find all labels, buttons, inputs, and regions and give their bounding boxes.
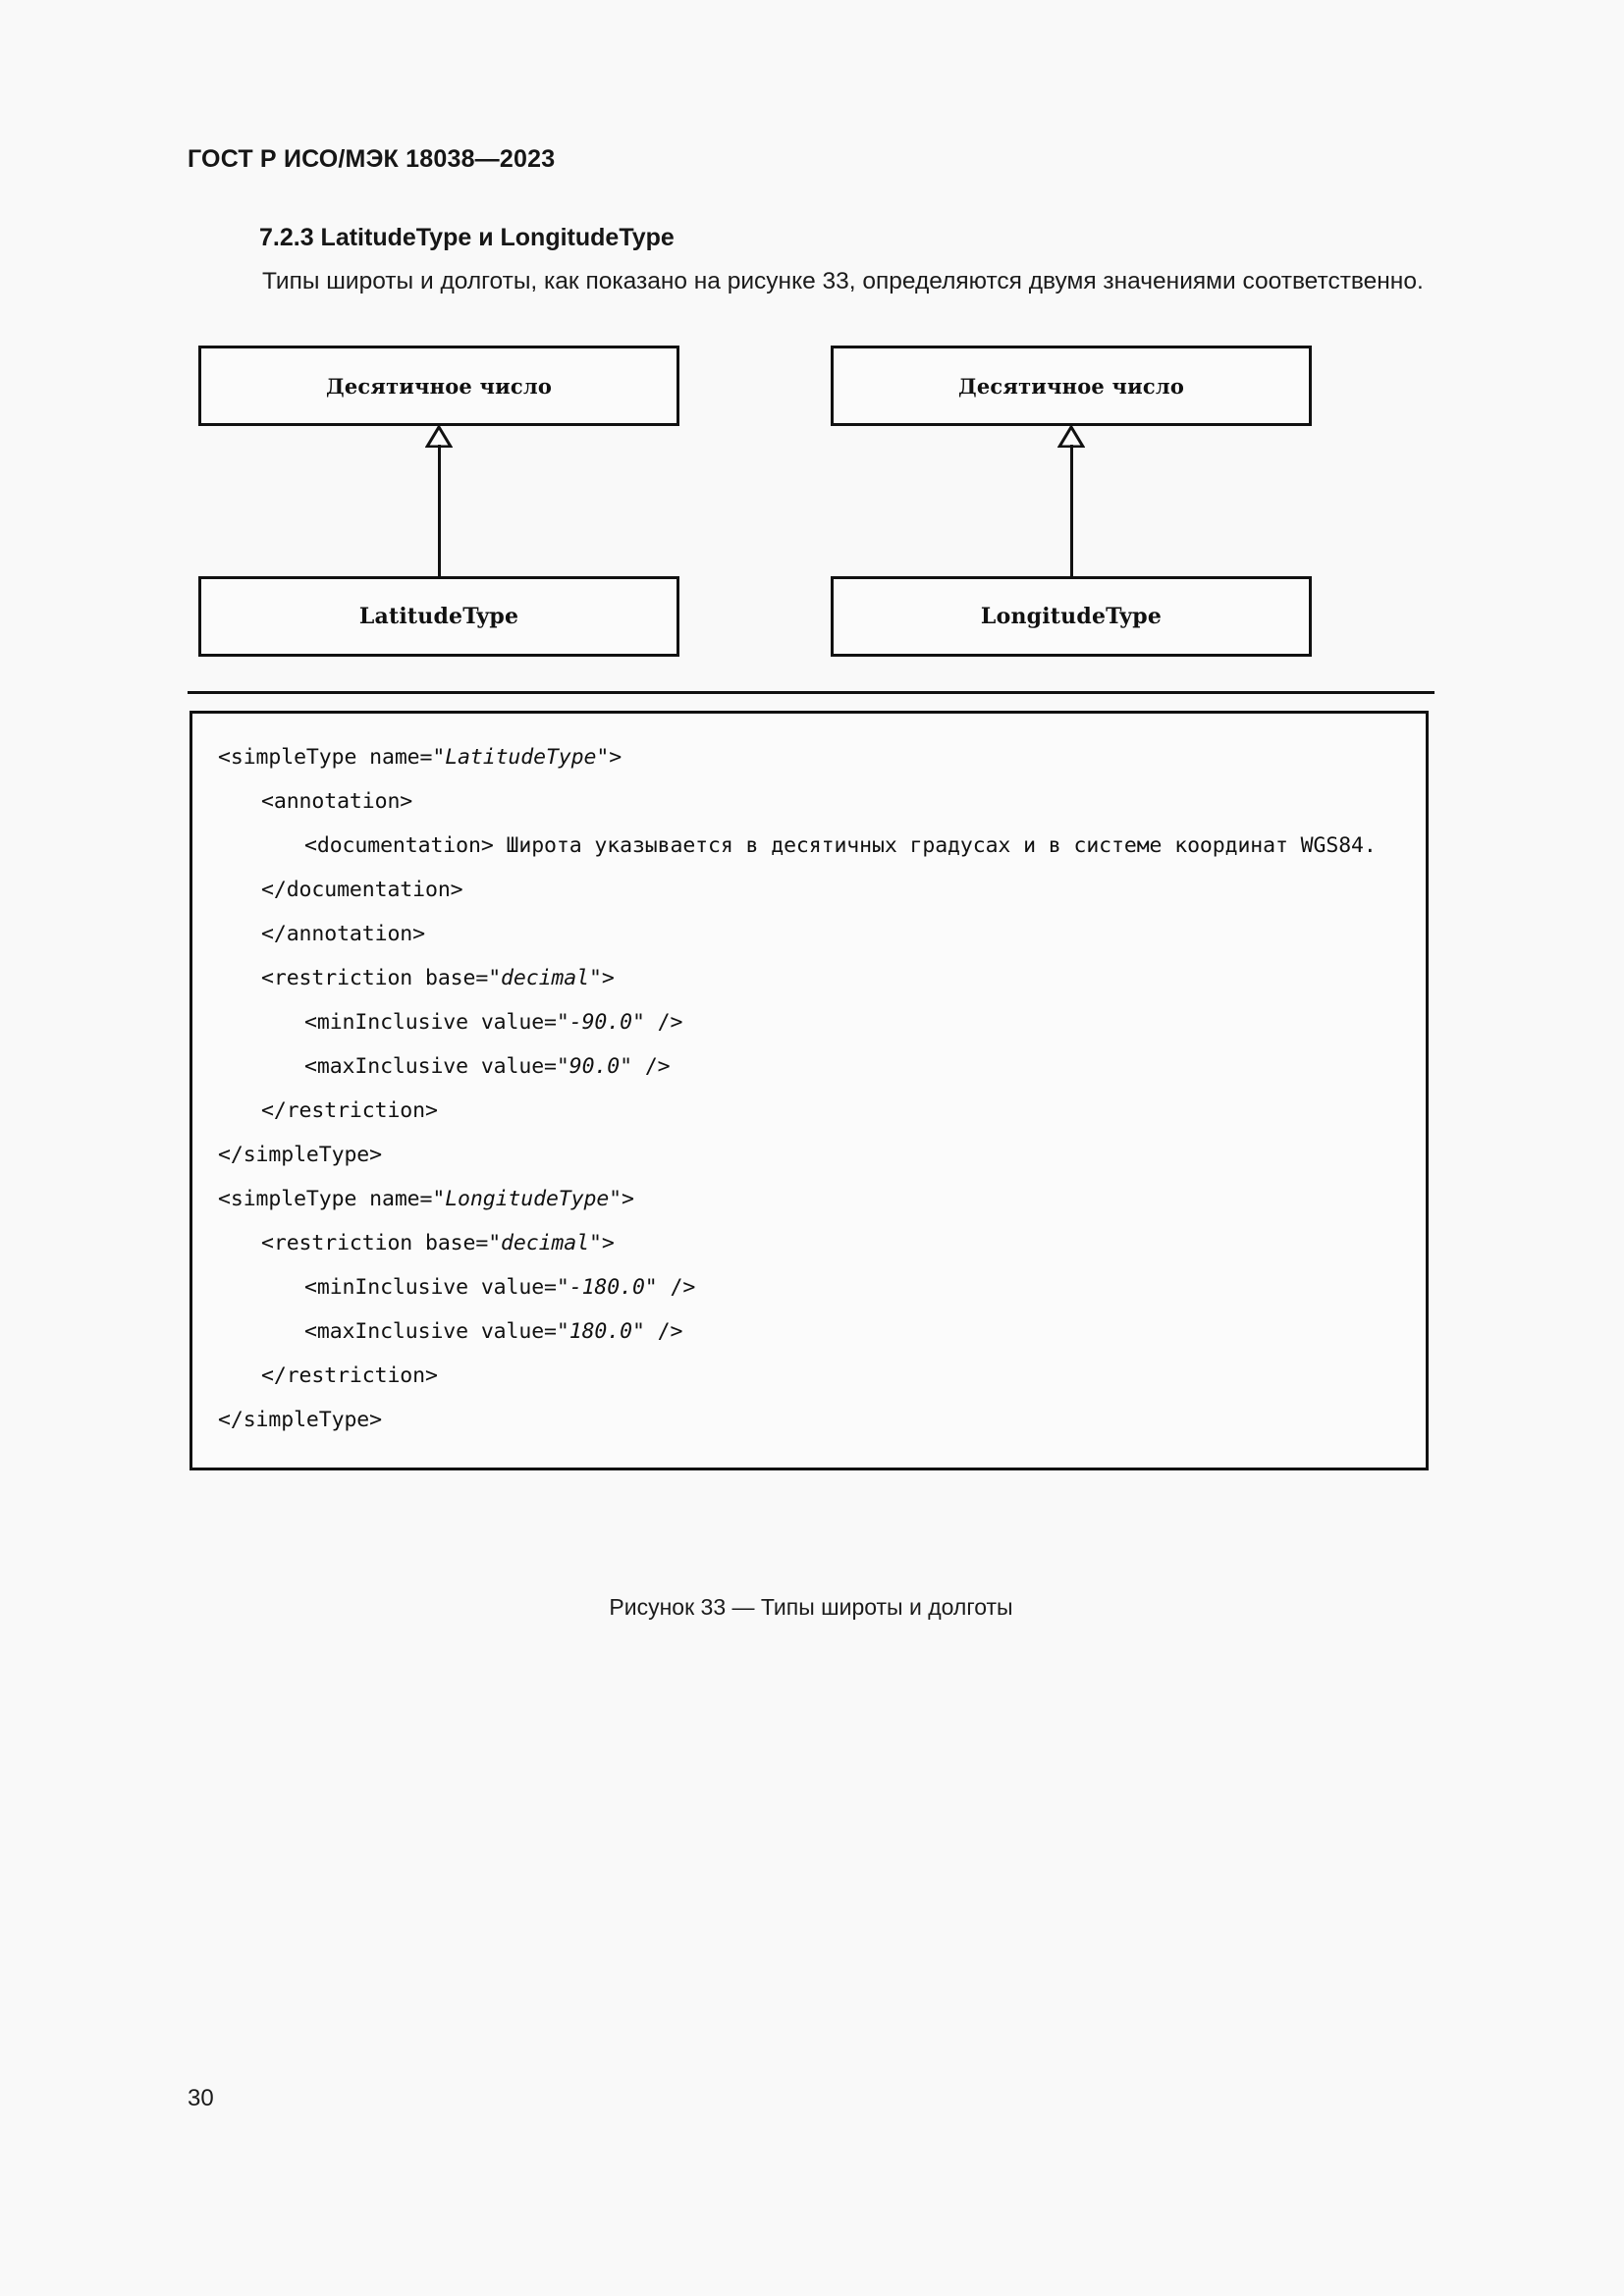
code-text: <simpleType name= — [218, 1187, 433, 1211]
uml-class-name-longitudetype: LongitudeType — [980, 604, 1163, 629]
clause-paragraph: Типы широты и долготы, как показано на р… — [262, 268, 1424, 294]
code-text: <simpleType name= — [218, 745, 433, 770]
code-text: <maxInclusive value= — [304, 1319, 557, 1344]
figure-caption: Рисунок 33 — Типы широты и долготы — [609, 1594, 1013, 1620]
code-line: <restriction base="decimal"> — [218, 1221, 1400, 1265]
uml-class-box-supertype-right: Десятичное число — [831, 346, 1312, 426]
clause-heading: 7.2.3 LatitudeType и LongitudeType — [259, 224, 675, 251]
code-text-tail: /> — [644, 1319, 683, 1344]
uml-class-box-latitudetype: LatitudeType — [198, 576, 679, 657]
code-line: <minInclusive value="-180.0" /> — [218, 1265, 1400, 1309]
code-text-tail: /> — [657, 1275, 696, 1300]
code-line: <maxInclusive value="180.0" /> — [218, 1309, 1400, 1354]
code-line: <minInclusive value="-90.0" /> — [218, 1000, 1400, 1044]
code-line: <restriction base="decimal"> — [218, 956, 1400, 1000]
code-line: <maxInclusive value="90.0" /> — [218, 1044, 1400, 1089]
code-line: <simpleType name="LongitudeType"> — [218, 1177, 1400, 1221]
code-attr-value: "-90.0" — [556, 1010, 645, 1035]
code-attr-value: "90.0" — [556, 1054, 632, 1079]
code-attr-value: "LatitudeType" — [432, 745, 610, 770]
uml-class-name-decimal-right: Десятичное число — [957, 373, 1185, 399]
generalization-line-right — [1069, 445, 1073, 576]
code-line: </restriction> — [218, 1354, 1400, 1398]
code-text: <maxInclusive value= — [304, 1054, 557, 1079]
code-line: <annotation> — [218, 779, 1400, 824]
code-line: <simpleType name="LatitudeType"> — [218, 735, 1400, 779]
code-text-tail: /> — [644, 1010, 683, 1035]
code-line: </documentation> — [218, 868, 1400, 912]
code-line: <documentation> Широта указывается в дес… — [218, 824, 1400, 868]
figure-separator-rule — [188, 691, 1435, 695]
uml-column-longitude: Десятичное число LongitudeType — [831, 346, 1312, 660]
code-attr-value: "-180.0" — [556, 1275, 658, 1300]
code-text: </simpleType> — [218, 1408, 382, 1432]
code-attr-value: "decimal" — [488, 1231, 602, 1255]
code-text-tail: /> — [631, 1054, 671, 1079]
code-attr-value: "decimal" — [488, 966, 602, 990]
code-text-tail: > — [601, 1231, 615, 1255]
code-line: </simpleType> — [218, 1133, 1400, 1177]
code-text: <minInclusive value= — [304, 1010, 557, 1035]
code-text: <minInclusive value= — [304, 1275, 557, 1300]
uml-class-box-longitudetype: LongitudeType — [831, 576, 1312, 657]
code-text: <documentation> Широта указывается в дес… — [304, 833, 1377, 858]
uml-column-latitude: Десятичное число LatitudeType — [198, 346, 679, 660]
code-line: </restriction> — [218, 1089, 1400, 1133]
code-text: </restriction> — [261, 1098, 438, 1123]
uml-class-name-latitudetype: LatitudeType — [358, 604, 519, 629]
code-text: </restriction> — [261, 1363, 438, 1388]
code-text: </documentation> — [261, 878, 463, 902]
page-number: 30 — [188, 2085, 214, 2111]
code-text: <restriction base= — [261, 1231, 489, 1255]
code-text: </annotation> — [261, 922, 425, 946]
xml-code-block: <simpleType name="LatitudeType"> <annota… — [189, 711, 1429, 1470]
code-text: <restriction base= — [261, 966, 489, 990]
code-text-tail: > — [609, 745, 623, 770]
code-text-tail: > — [622, 1187, 634, 1211]
code-text: </simpleType> — [218, 1143, 382, 1167]
uml-class-box-supertype-left: Десятичное число — [198, 346, 679, 426]
code-attr-value: "180.0" — [556, 1319, 645, 1344]
generalization-line-left — [437, 445, 441, 576]
code-text-tail: > — [601, 966, 615, 990]
code-text: <annotation> — [261, 789, 413, 814]
uml-class-name-decimal-left: Десятичное число — [325, 373, 553, 399]
code-line: </simpleType> — [218, 1398, 1400, 1442]
figure-33: Десятичное число LatitudeType Десятичное… — [188, 346, 1435, 1622]
code-line: </annotation> — [218, 912, 1400, 956]
code-attr-value: "LongitudeType" — [432, 1187, 623, 1211]
running-header: ГОСТ Р ИСО/МЭК 18038—2023 — [188, 145, 556, 173]
